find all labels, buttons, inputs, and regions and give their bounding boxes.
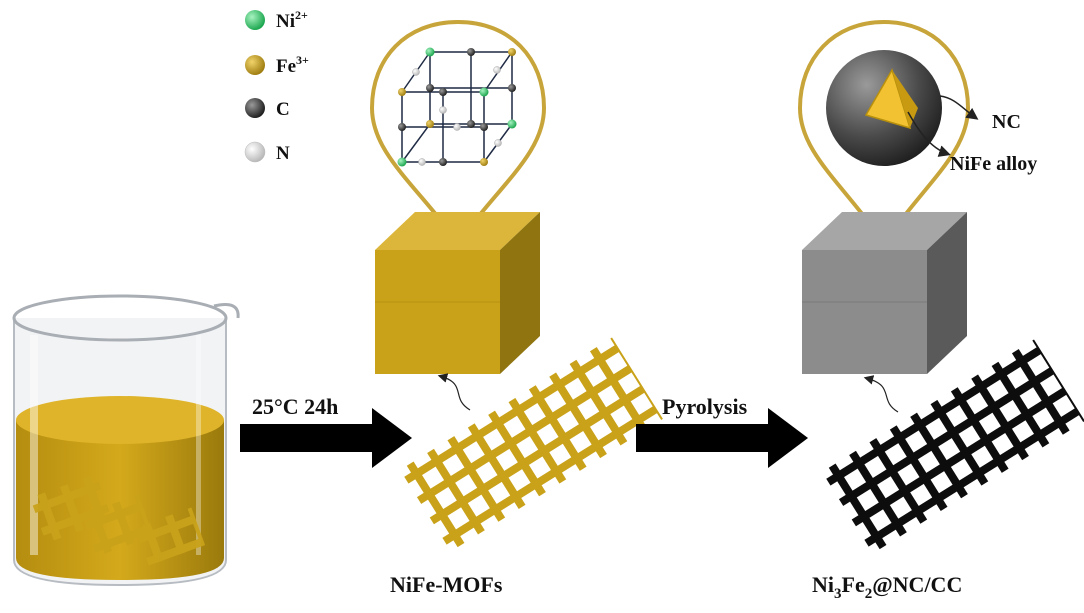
mof-cube bbox=[375, 212, 540, 374]
product-mesh bbox=[822, 339, 1084, 554]
step2-label: Pyrolysis bbox=[662, 394, 748, 419]
beaker bbox=[12, 294, 240, 587]
mof-mesh bbox=[400, 337, 663, 552]
c-ball-icon bbox=[245, 98, 265, 118]
mof-zoom-pin bbox=[369, 19, 547, 234]
alloy-pointer bbox=[907, 111, 951, 157]
nc-pointer bbox=[939, 95, 979, 120]
step1-label: 25°C 24h bbox=[252, 394, 338, 419]
reaction-arrow-1: 25°C 24h bbox=[240, 394, 412, 468]
legend-ni-label: Ni2+ bbox=[276, 8, 308, 32]
product-zoom-pin bbox=[797, 19, 971, 234]
ni-ball-icon bbox=[245, 10, 265, 30]
mof-zoom-pointer bbox=[437, 373, 471, 411]
legend: Ni2+ Fe3+ C N bbox=[244, 8, 309, 164]
product-label: Ni3Fe2@NC/CC bbox=[812, 572, 962, 602]
submerged-mesh-2 bbox=[82, 494, 154, 557]
nc-label: NC bbox=[992, 111, 1021, 133]
product-zoom-pointer bbox=[863, 375, 899, 413]
product-cube bbox=[802, 212, 967, 374]
lattice-atoms bbox=[397, 47, 517, 167]
legend-c-label: C bbox=[276, 99, 290, 120]
submerged-mesh-3 bbox=[135, 507, 206, 566]
fe-ball-icon bbox=[245, 55, 265, 75]
legend-fe-label: Fe3+ bbox=[276, 53, 309, 77]
legend-n-label: N bbox=[276, 143, 290, 164]
nife-alloy-label: NiFe alloy bbox=[950, 153, 1037, 175]
reaction-arrow-2: Pyrolysis bbox=[636, 394, 808, 468]
mof-label: NiFe-MOFs bbox=[390, 572, 503, 597]
n-ball-icon bbox=[244, 141, 266, 163]
